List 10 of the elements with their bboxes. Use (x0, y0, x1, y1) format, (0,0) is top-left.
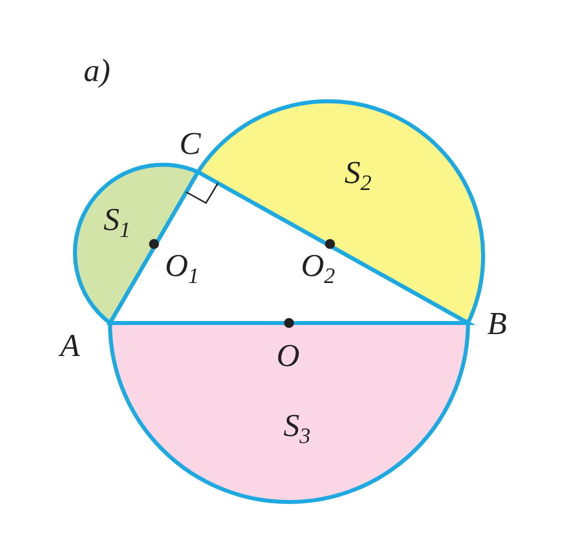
point-label: O$_{2}$ (300, 248, 336, 288)
point-label: A (60, 329, 80, 361)
area-label: S$_{1}$ (104, 202, 130, 242)
figure-label: a) (84, 54, 110, 86)
area-label: S$_{3}$ (284, 408, 310, 448)
point-label: C (179, 127, 201, 159)
point-label: B (487, 307, 507, 339)
point-label: O$_{1}$ (164, 248, 200, 288)
point-label: O (276, 339, 300, 371)
area-label: S$_{2}$ (344, 156, 372, 194)
